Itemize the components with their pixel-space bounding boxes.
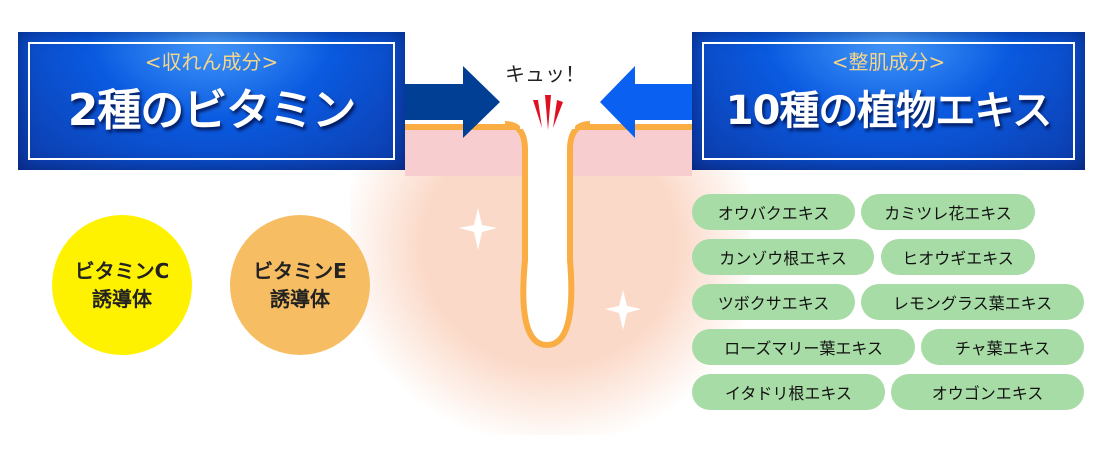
extract-pill: イタドリ根エキス — [692, 374, 885, 410]
impact-mark — [533, 100, 542, 128]
vitamin-e-circle: ビタミンE 誘導体 — [230, 215, 370, 355]
extract-pill: ツボクサエキス — [692, 284, 855, 320]
extract-pill: オウゴンエキス — [891, 374, 1084, 410]
vitamin-type: 誘導体 — [270, 287, 330, 311]
extract-pill: ヒオウギエキス — [881, 239, 1035, 275]
box-subtitle: <整肌成分> — [831, 50, 946, 74]
conditioning-box: <整肌成分> 10種の植物エキス — [692, 32, 1085, 170]
vitamin-c-circle: ビタミンC 誘導体 — [52, 215, 192, 355]
extract-pill: レモングラス葉エキス — [861, 284, 1084, 320]
box-title: 2種のビタミン — [67, 85, 357, 136]
vitamin-name: ビタミンE — [253, 259, 347, 283]
extract-pill: チャ葉エキス — [921, 329, 1084, 365]
vitamin-name: ビタミンC — [74, 259, 170, 283]
pore-diagram — [459, 95, 641, 349]
box-title: 10種の植物エキス — [725, 88, 1052, 134]
extract-pill: カミツレ花エキス — [861, 194, 1035, 230]
astringent-box: <収れん成分> 2種のビタミン — [18, 32, 405, 170]
squeeze-label: キュッ！ — [505, 62, 585, 86]
sparkle-icon — [459, 208, 641, 330]
extract-pill: ローズマリー葉エキス — [692, 329, 915, 365]
vitamin-type: 誘導体 — [92, 287, 152, 311]
box-subtitle: <収れん成分> — [144, 50, 279, 74]
arrow-right-icon — [405, 66, 500, 138]
arrow-left-icon — [600, 66, 692, 138]
extract-pill: カンゾウ根エキス — [692, 239, 874, 275]
extract-pill: オウバクエキス — [692, 194, 855, 230]
